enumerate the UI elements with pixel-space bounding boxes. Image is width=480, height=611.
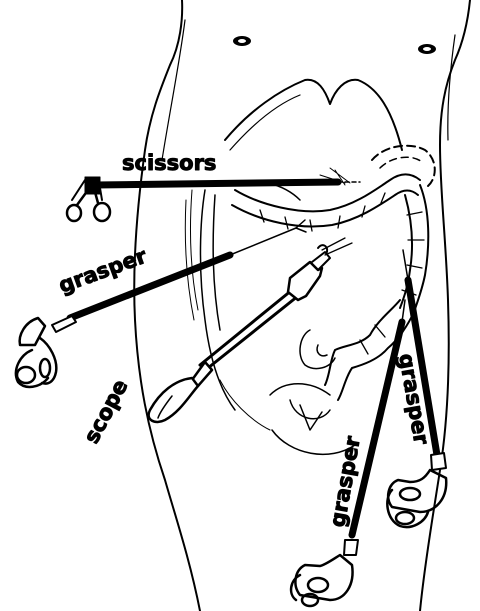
grasper-handle-icon	[387, 470, 446, 527]
abdominal-organs	[185, 146, 434, 455]
scissors-handle-icon	[67, 190, 110, 221]
torso-outline	[134, 0, 470, 611]
ribcage-outline	[225, 80, 402, 150]
grasper-handle-icon	[16, 318, 56, 387]
scissors-instrument	[72, 177, 360, 200]
laparoscope-icon	[149, 362, 212, 422]
grasper-handle-icon	[291, 555, 352, 606]
label-scope: scope	[79, 375, 132, 447]
label-scissors: scissors	[122, 151, 216, 175]
